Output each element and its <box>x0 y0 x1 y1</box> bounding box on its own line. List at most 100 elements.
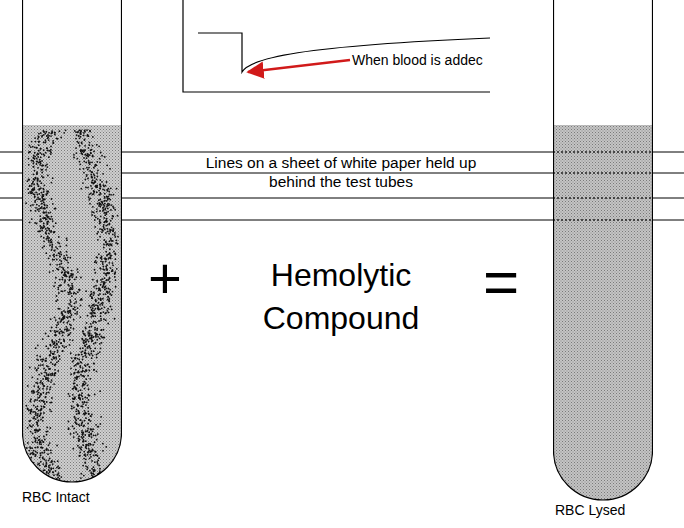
cell-speck <box>38 136 40 138</box>
cell-speck <box>108 262 110 264</box>
cell-speck <box>100 204 102 206</box>
cell-speck <box>32 453 34 455</box>
cell-speck <box>100 318 102 320</box>
cell-speck <box>88 167 90 169</box>
cell-speck <box>90 429 92 431</box>
cell-speck <box>43 176 45 178</box>
cell-speck <box>48 473 50 475</box>
cell-speck <box>48 467 50 469</box>
cell-speck <box>39 231 41 233</box>
cell-speck <box>88 154 90 156</box>
cell-speck <box>50 345 52 347</box>
cell-speck <box>85 290 87 292</box>
cell-speck <box>95 336 97 338</box>
cell-speck <box>57 299 59 301</box>
cell-speck <box>99 390 101 392</box>
cell-speck <box>99 334 101 336</box>
cell-speck <box>38 141 40 143</box>
cell-speck <box>68 285 70 287</box>
cell-speck <box>30 447 32 449</box>
cell-speck <box>88 144 90 146</box>
cell-speck <box>37 430 39 432</box>
cell-speck <box>100 284 102 286</box>
cell-speck <box>104 257 106 259</box>
cell-speck <box>86 322 88 324</box>
cell-speck <box>43 222 45 224</box>
cell-speck <box>53 356 55 358</box>
cell-speck <box>105 244 107 246</box>
cell-speck <box>101 155 103 157</box>
cell-speck <box>56 259 58 261</box>
cell-speck <box>40 447 42 449</box>
cell-speck <box>114 236 116 238</box>
cell-speck <box>41 160 43 162</box>
cell-speck <box>31 189 33 191</box>
cell-speck <box>104 205 106 207</box>
cell-speck <box>97 459 99 461</box>
cell-speck <box>46 378 48 380</box>
cell-speck <box>32 392 34 394</box>
cell-speck <box>50 133 52 135</box>
cell-speck <box>49 479 51 481</box>
cell-speck <box>43 368 45 370</box>
cell-speck <box>30 457 32 459</box>
cell-speck <box>82 347 84 349</box>
cell-speck <box>93 212 95 214</box>
cell-speck <box>58 355 60 357</box>
cell-speck <box>97 484 99 486</box>
cell-speck <box>49 409 51 411</box>
cell-speck <box>46 230 48 232</box>
cell-speck <box>83 401 85 403</box>
cell-speck <box>73 293 75 295</box>
cell-speck <box>36 147 38 149</box>
cell-speck <box>84 401 86 403</box>
cell-speck <box>42 383 44 385</box>
cell-speck <box>37 367 39 369</box>
cell-speck <box>85 365 87 367</box>
cell-speck <box>64 329 66 331</box>
cell-speck <box>106 243 108 245</box>
cell-speck <box>56 268 58 270</box>
cell-speck <box>43 191 45 193</box>
cell-speck <box>114 273 116 275</box>
cell-speck <box>105 185 107 187</box>
cell-speck <box>62 350 64 352</box>
cell-speck <box>109 229 111 231</box>
cell-speck <box>45 169 47 171</box>
cell-speck <box>51 198 53 200</box>
cell-speck <box>65 129 67 131</box>
cell-speck <box>39 429 41 431</box>
cell-speck <box>108 233 110 235</box>
cell-speck <box>80 389 82 391</box>
cell-speck <box>107 292 109 294</box>
cell-speck <box>85 161 87 163</box>
cell-speck <box>70 433 72 435</box>
cell-speck <box>70 324 72 326</box>
cell-speck <box>47 223 49 225</box>
cell-speck <box>85 417 87 419</box>
cell-speck <box>68 329 70 331</box>
cell-speck <box>50 350 52 352</box>
cell-speck <box>114 258 116 260</box>
cell-speck <box>95 285 97 287</box>
cell-speck <box>110 209 112 211</box>
cell-speck <box>91 336 93 338</box>
cell-speck <box>93 173 95 175</box>
cell-speck <box>99 210 101 212</box>
cell-speck <box>109 231 111 233</box>
cell-speck <box>48 132 50 134</box>
cell-speck <box>45 211 47 213</box>
cell-speck <box>74 380 76 382</box>
cell-speck <box>93 485 95 487</box>
cell-speck <box>53 383 55 385</box>
cell-speck <box>109 289 111 291</box>
cell-speck <box>88 413 90 415</box>
cell-speck <box>76 423 78 425</box>
cell-speck <box>97 203 99 205</box>
cell-speck <box>79 168 81 170</box>
cell-speck <box>43 131 45 133</box>
cell-speck <box>92 307 94 309</box>
cell-speck <box>81 423 83 425</box>
cell-speck <box>38 185 40 187</box>
cell-speck <box>103 318 105 320</box>
